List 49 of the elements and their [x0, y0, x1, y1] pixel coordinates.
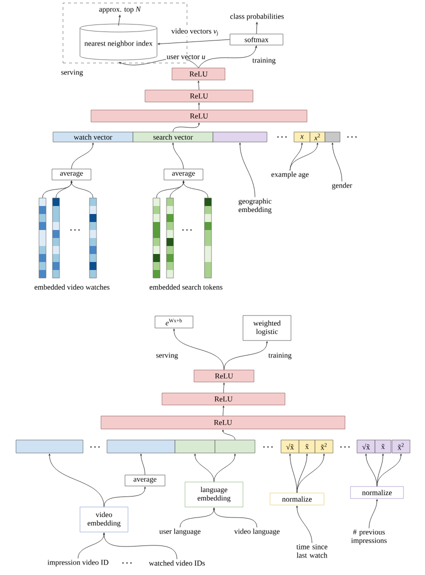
- arrow: [213, 508, 258, 528]
- embedding-column: [38, 198, 46, 278]
- arrow: [158, 39, 230, 45]
- embedding-column: [89, 198, 97, 278]
- arrow: [365, 454, 378, 487]
- arrow: [214, 454, 236, 482]
- arrow: [172, 142, 184, 170]
- arrow: [198, 46, 257, 68]
- arrow: [256, 22, 258, 34]
- embedding-column: [52, 198, 60, 278]
- vector-segment: [324, 132, 340, 142]
- embedding-column: [152, 198, 160, 278]
- arrow: [172, 122, 200, 132]
- arrow: [290, 142, 303, 171]
- arrow: [368, 499, 378, 529]
- arrow: [289, 454, 298, 494]
- arrow: [198, 80, 200, 90]
- embedding-column: [204, 198, 212, 278]
- arrow: [290, 142, 318, 171]
- arrow: [296, 454, 325, 494]
- arrow: [198, 102, 200, 110]
- arrow: [296, 506, 312, 544]
- arrow: [71, 142, 94, 170]
- arrow: [222, 406, 224, 416]
- arrow: [296, 454, 308, 494]
- arrow: [376, 454, 402, 487]
- vector-segment: [212, 132, 268, 142]
- arrow: [48, 454, 104, 508]
- arrow: [239, 142, 256, 198]
- vector-segment: [214, 440, 256, 454]
- arrow: [118, 14, 121, 26]
- arrow: [182, 180, 208, 198]
- arrow: [140, 454, 146, 476]
- arrow: [173, 328, 224, 370]
- vector-segment: [174, 440, 216, 454]
- arrow: [194, 454, 214, 482]
- arrow: [222, 430, 236, 440]
- arrow: [223, 382, 225, 394]
- arrow: [376, 454, 384, 487]
- vector-segment: [106, 440, 176, 454]
- arrow: [70, 180, 94, 198]
- embedding-column: [166, 198, 174, 278]
- arrow: [104, 486, 146, 508]
- arrow: [180, 508, 215, 528]
- vector-segment: [16, 440, 84, 454]
- arrow: [78, 532, 105, 559]
- arrow: [103, 532, 178, 560]
- arrow: [224, 341, 268, 370]
- arrow: [332, 142, 342, 182]
